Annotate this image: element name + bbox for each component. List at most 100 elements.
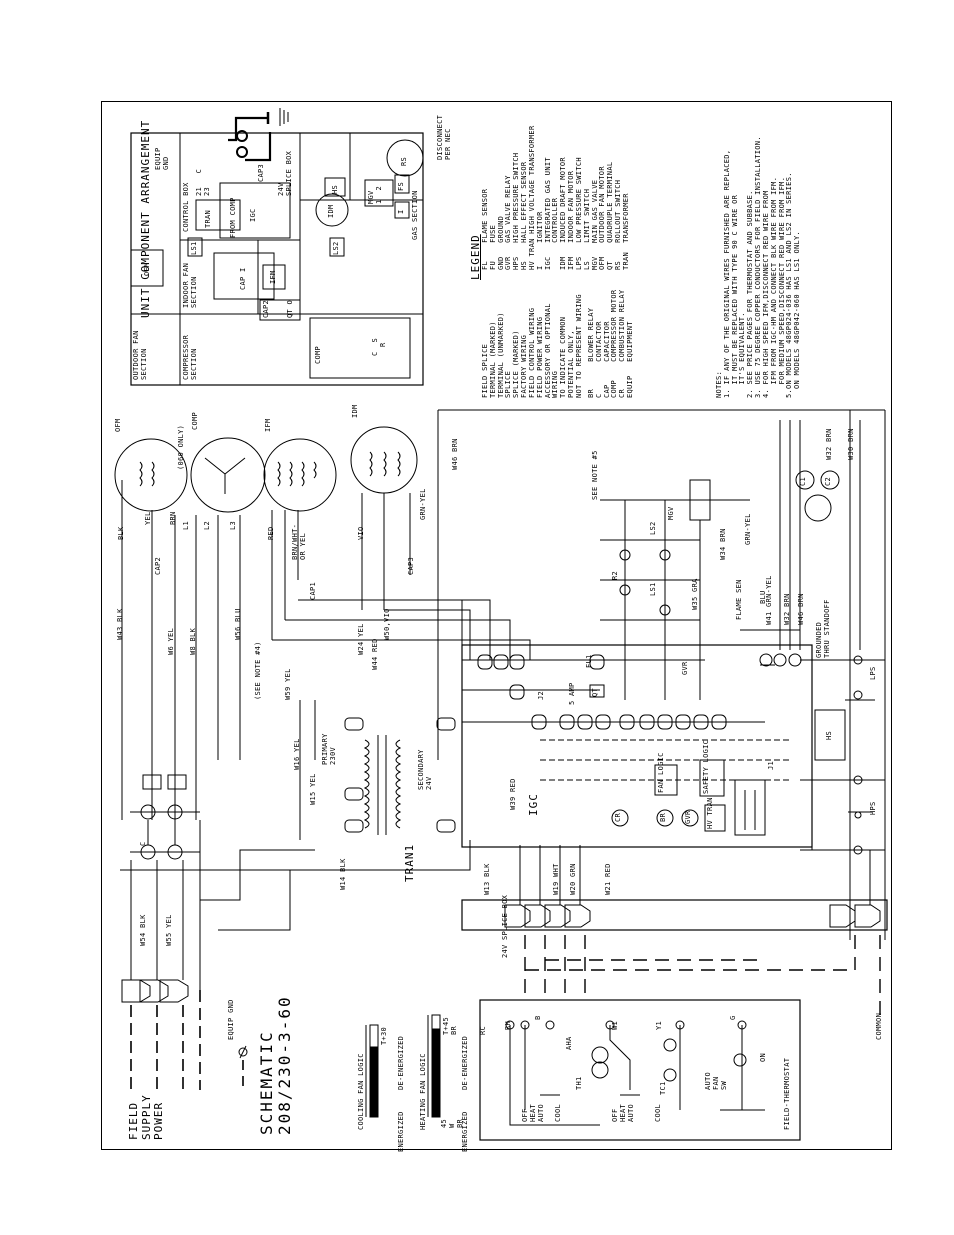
energized-label-cooling: ENERGIZED bbox=[397, 1111, 405, 1152]
thermo-heat-switch-label-2: OFF HEAT AUTO bbox=[611, 1103, 635, 1122]
mgv-box bbox=[364, 179, 394, 207]
wire-label: W39 RED bbox=[509, 778, 517, 810]
component-label: C1 bbox=[799, 476, 807, 486]
hs-sensor bbox=[814, 709, 846, 761]
color-label: RED bbox=[267, 526, 275, 540]
idm-motor-label: IDM bbox=[351, 404, 359, 418]
cap1-box bbox=[213, 252, 275, 300]
idm-part-label: IDM bbox=[327, 204, 335, 218]
thermo-cool-label: COOL bbox=[554, 1103, 562, 1122]
thermo-terminal-label: RH bbox=[504, 1020, 512, 1030]
cap2-part-label: CAP2 bbox=[262, 299, 270, 318]
field-thermostat-label: FIELD-THERMOSTAT bbox=[783, 1057, 791, 1130]
grounded-label: GROUNDED THRU STANDOFF bbox=[815, 599, 831, 658]
igc-top-terminals bbox=[477, 654, 605, 700]
color-label: BLU bbox=[759, 590, 767, 604]
component-label: J2 bbox=[537, 690, 545, 700]
from-comp-label: FROM COMP bbox=[229, 197, 237, 238]
common-label: COMMON bbox=[875, 1012, 883, 1040]
component-label: CAP3 bbox=[407, 556, 415, 575]
thermo-th1-label: TH1 bbox=[575, 1076, 583, 1090]
wire-label: W43 BLK bbox=[116, 608, 124, 640]
cap1-part-label: CAP I bbox=[239, 267, 247, 290]
component-label: L2 bbox=[203, 520, 211, 530]
ls2-part-label: LS2 bbox=[332, 241, 340, 255]
t45-label: T+45 BR bbox=[442, 1016, 458, 1035]
field-thermostat-box bbox=[479, 999, 801, 1141]
component-label: MGV bbox=[667, 506, 675, 520]
ignitor-part-label: I bbox=[397, 209, 405, 214]
component-label: R2 bbox=[611, 570, 619, 580]
wire-label: W46 BRN bbox=[451, 438, 459, 470]
wire-label: W14 BLK bbox=[339, 858, 347, 890]
wire-label: W19 WHT bbox=[552, 863, 560, 895]
cap2-box bbox=[259, 299, 301, 321]
component-label: GVR bbox=[681, 661, 689, 675]
arrangement-title: UNIT COMPONENT ARRANGEMENT bbox=[139, 119, 152, 318]
mgv-part-label: MGV 1 2 bbox=[367, 185, 383, 204]
comp-motor bbox=[190, 437, 266, 513]
component-label: FLAME SEN bbox=[735, 579, 743, 620]
component-label: HPS bbox=[869, 801, 877, 815]
wire-label: W44 RED bbox=[371, 638, 379, 670]
contactor-part-label: 21 C 23 bbox=[195, 168, 211, 196]
thermo-terminal-label: Y1 bbox=[655, 1020, 663, 1030]
color-label: BRN bbox=[169, 511, 177, 525]
wire-label: W21 RED bbox=[604, 863, 612, 895]
qt-part-label: QT O bbox=[286, 299, 294, 318]
tran-box bbox=[195, 199, 241, 231]
comp-box bbox=[309, 317, 411, 379]
ofm-box bbox=[130, 249, 164, 287]
wire-label: W20 GRN bbox=[569, 863, 577, 895]
tran1-label: TRAN1 bbox=[403, 843, 416, 882]
rs-part-label: RS bbox=[400, 156, 408, 166]
component-label: FU1 bbox=[585, 654, 593, 668]
component-label: GVR bbox=[684, 810, 692, 824]
thermo-heat-switch-label: OFF HEAT AUTO bbox=[521, 1103, 545, 1122]
deenergized-label-cooling: DE-ENERGIZED bbox=[397, 1035, 405, 1090]
igc-part-label: IGC bbox=[249, 208, 257, 222]
secondary-label: SECONDARY 24V bbox=[417, 749, 433, 790]
disconnect-label: DISCONNECT PER NEC bbox=[436, 114, 452, 160]
wire-label: W34 BRN bbox=[719, 528, 727, 560]
fs-box bbox=[394, 174, 410, 194]
fan-logic-box bbox=[654, 764, 678, 796]
component-label: BR bbox=[659, 812, 667, 822]
field-supply-label: FIELD SUPPLY POWER bbox=[127, 1094, 166, 1140]
component-label: LPS bbox=[869, 666, 877, 680]
comp-part-label: COMP bbox=[314, 345, 322, 364]
wire-label: W6 YEL bbox=[167, 627, 175, 655]
comp-terminals-label: C S R bbox=[371, 337, 387, 356]
wire-label: W46 BRN bbox=[797, 593, 805, 625]
igc-box bbox=[219, 182, 291, 239]
color-label: BRN/WHT- OR YEL bbox=[291, 523, 307, 560]
cooling-fan-logic-label: COOLING FAN LOGIC bbox=[357, 1053, 365, 1130]
wire-label: W30 BRN bbox=[847, 428, 855, 460]
thermo-terminal-label: RC bbox=[479, 1025, 487, 1035]
legend-symbols: FIELD SPLICE TERMINAL (MARKED) TERMINAL … bbox=[481, 294, 583, 398]
hv-tran-box bbox=[704, 804, 726, 832]
drawing-frame bbox=[101, 101, 892, 1150]
t30-label: T+30 bbox=[380, 1026, 388, 1045]
component-label: FAN LOGIC bbox=[657, 752, 665, 793]
wire-label: W24 YEL bbox=[357, 623, 365, 655]
component-label: CR bbox=[614, 812, 622, 822]
component-label: HV TRAN bbox=[706, 797, 714, 829]
splice-box bbox=[461, 899, 888, 931]
thermo-tc1-label: TC1 bbox=[659, 1081, 667, 1095]
heating-fan-logic-label: HEATING FAN LOGIC bbox=[419, 1053, 427, 1130]
five-amp-label: 5 AMP bbox=[568, 682, 576, 705]
indoor-fan-section-label: INDOOR FAN SECTION bbox=[182, 262, 198, 308]
wire-label: W54 BLK bbox=[139, 914, 147, 946]
color-label: VIO bbox=[357, 526, 365, 540]
ofm-part-label: OFM bbox=[143, 262, 151, 276]
see-note4-label: (SEE NOTE #4) bbox=[254, 641, 262, 700]
wire-label: W59 YEL bbox=[284, 668, 292, 700]
cap3-part-label: CAP3 bbox=[257, 163, 265, 182]
wire-label: W13 BLK bbox=[483, 863, 491, 895]
wire-label: W8 BLK bbox=[189, 627, 197, 655]
wire-label: W35 GRA bbox=[691, 578, 699, 610]
component-label: SAFETY LOGIC bbox=[702, 739, 710, 794]
wire-label: W32 BRN bbox=[825, 428, 833, 460]
